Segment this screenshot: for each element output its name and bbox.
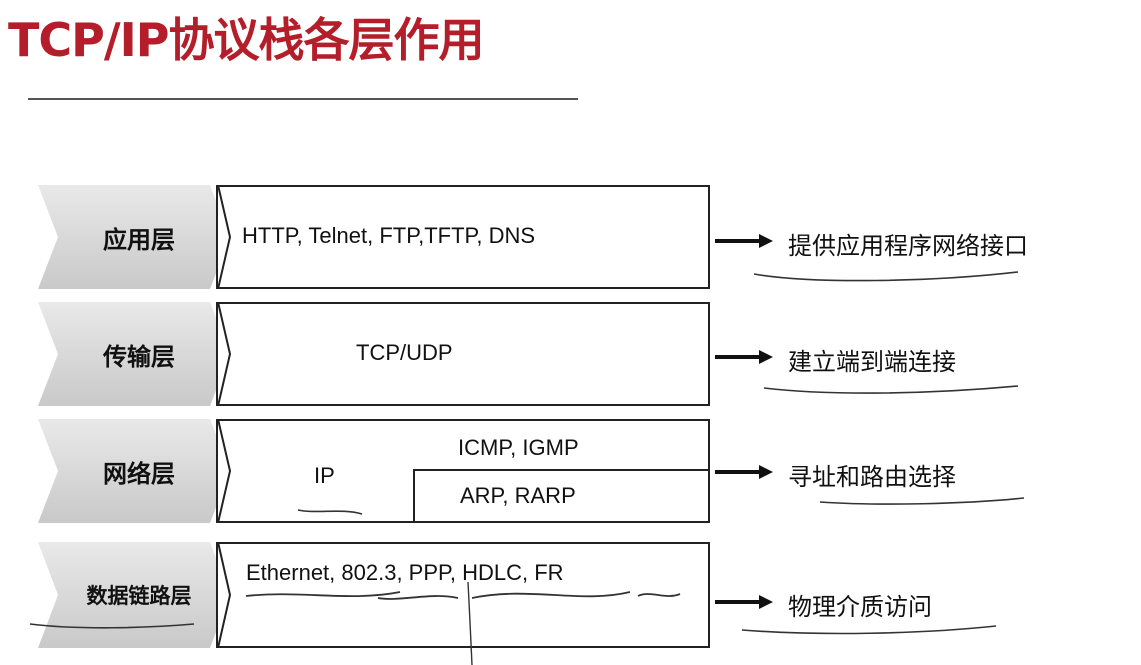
protocol-upper: ICMP, IGMP [458, 435, 579, 460]
title-underline [28, 98, 578, 100]
box-notch [217, 419, 232, 523]
arrow-right-icon [715, 234, 773, 248]
layer-tab [38, 302, 230, 406]
layer-application: 应用层 HTTP, Telnet, FTP,TFTP, DNS [30, 185, 710, 289]
protocol-list: Ethernet, 802.3, PPP, HDLC, FR [246, 560, 564, 585]
protocol-lower: ARP, RARP [460, 483, 576, 508]
page-title: TCP/IP协议栈各层作用 [8, 13, 484, 67]
protocol-box [216, 185, 710, 289]
layer-function: 寻址和路由选择 [788, 463, 956, 491]
box-notch [217, 542, 232, 648]
layer-name: 传输层 [103, 342, 175, 371]
handwritten-underline [763, 385, 1019, 394]
layer-transport: 传输层 TCP/UDP [30, 302, 710, 406]
protocol-divider [413, 469, 710, 523]
handwritten-underline [297, 509, 363, 515]
protocol-list: TCP/UDP [356, 340, 453, 365]
box-notch [217, 302, 232, 406]
arrow-right-icon [715, 350, 773, 364]
layer-tab [38, 419, 230, 523]
layer-function: 建立端到端连接 [788, 348, 956, 376]
box-notch [217, 185, 232, 289]
layer-network: 网络层 IP ICMP, IGMP ARP, RARP [30, 419, 710, 523]
layer-name: 应用层 [103, 225, 175, 254]
layer-function: 提供应用程序网络接口 [788, 232, 1028, 260]
layer-function: 物理介质访问 [788, 593, 932, 621]
handwritten-underline [741, 625, 997, 635]
arrow-right-icon [715, 465, 773, 479]
handwritten-marks [245, 582, 681, 665]
layer-name: 数据链路层 [86, 584, 192, 608]
protocol-box [216, 302, 710, 406]
protocol-list: HTTP, Telnet, FTP,TFTP, DNS [242, 223, 536, 248]
arrow-right-icon [715, 595, 773, 609]
layer-tab [38, 542, 230, 648]
layer-name: 网络层 [103, 459, 175, 488]
handwritten-underline [819, 497, 1025, 505]
protocol-ip: IP [314, 463, 335, 488]
handwritten-underline [753, 271, 1019, 282]
handwritten-underline [29, 623, 195, 629]
layer-tab [38, 185, 230, 289]
